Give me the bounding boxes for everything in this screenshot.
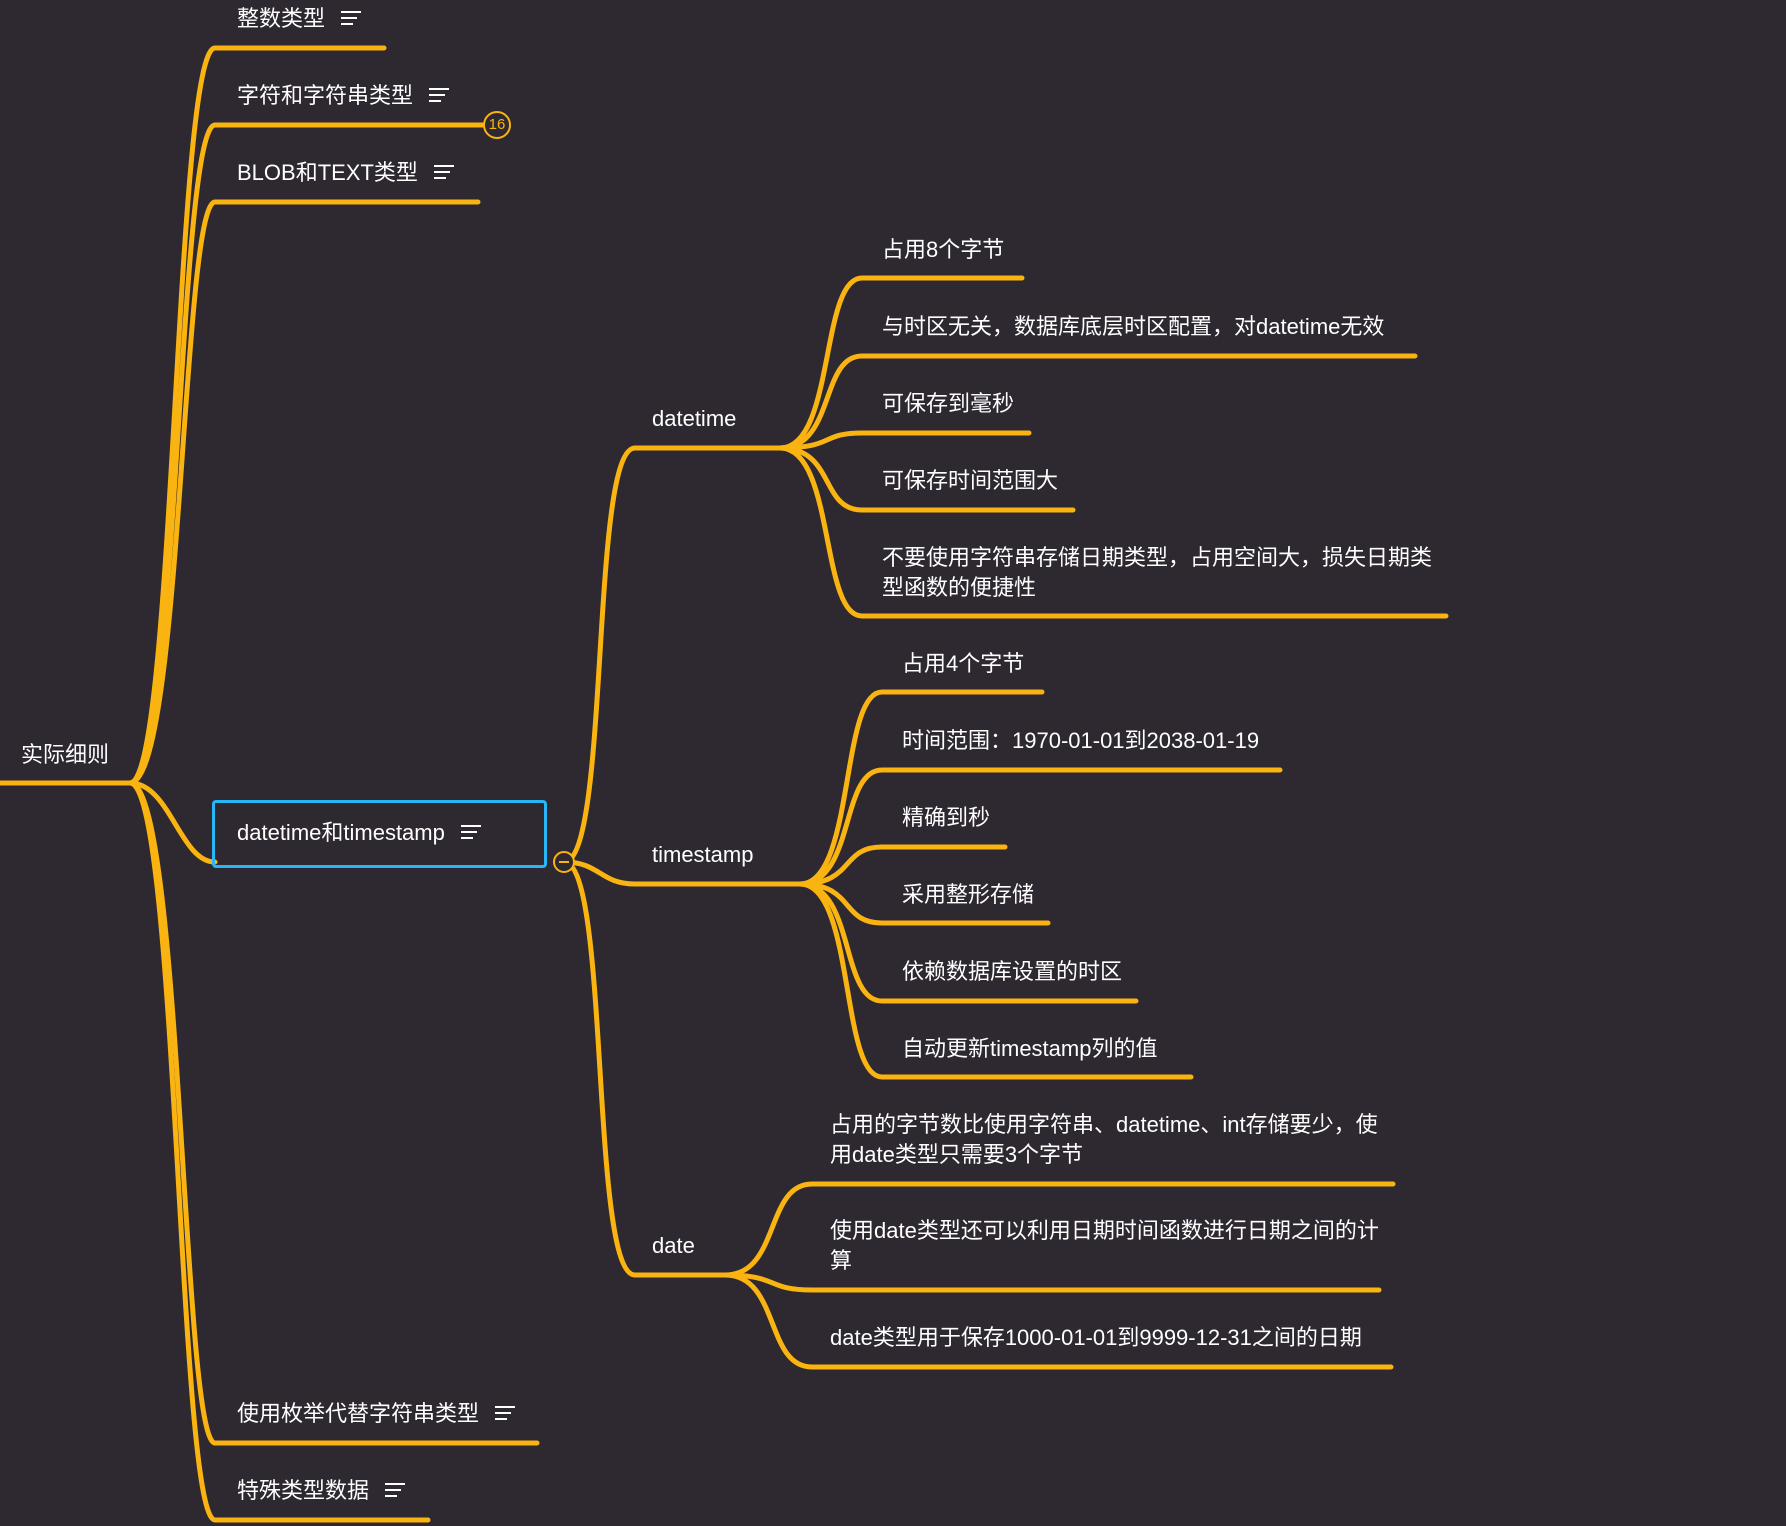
topic-special-types[interactable]: 特殊类型数据 (237, 1476, 406, 1506)
connector-string (127, 122, 218, 786)
leaf-timestamp-item[interactable]: 自动更新timestamp列的值 (902, 1036, 1158, 1061)
topic-blob-text-types[interactable]: BLOB和TEXT类型 (237, 158, 454, 188)
notes-icon[interactable] (385, 1482, 406, 1498)
connector-special (127, 780, 218, 1523)
topic-label: BLOB和TEXT类型 (237, 160, 418, 185)
leaf-datetime-item[interactable]: 可保存到毫秒 (882, 391, 1015, 416)
leaf-date-item[interactable]: date类型用于保存1000-01-01到9999-12-31之间的日期 (830, 1325, 1362, 1350)
connector-datetime-ts (127, 780, 218, 865)
root-topic[interactable]: 实际细则 (21, 740, 109, 770)
subtopic-date[interactable]: date (652, 1233, 695, 1258)
leaf-timestamp-item[interactable]: 时间范围：1970-01-01到2038-01-19 (902, 728, 1260, 753)
leaf-datetime-item[interactable]: 与时区无关，数据库底层时区配置，对datetime无效 (882, 314, 1385, 339)
leaf-datetime-item[interactable]: 不要使用字符串存储日期类型，占用空间大，损失日期类型函数的便捷性 (882, 545, 1433, 600)
notes-icon[interactable] (433, 164, 454, 180)
notes-icon[interactable] (460, 824, 481, 840)
notes-icon[interactable] (495, 1405, 516, 1421)
collapsed-count-badge[interactable]: 16 (483, 111, 511, 139)
topic-label: datetime和timestamp (237, 820, 445, 845)
collapse-branch-icon[interactable] (553, 851, 575, 873)
connector-blob (127, 199, 218, 786)
topic-enum-instead-of-string[interactable]: 使用枚举代替字符串类型 (237, 1399, 516, 1429)
topic-datetime-timestamp[interactable]: datetime和timestamp (237, 818, 481, 848)
selected-node-frame (212, 800, 547, 868)
leaf-date-item[interactable]: 占用的字节数比使用字符串、datetime、int存储要少，使用date类型只需… (830, 1112, 1378, 1167)
leaf-timestamp-item[interactable]: 占用4个字节 (902, 651, 1025, 676)
connector-datetime (561, 445, 638, 865)
leaf-datetime-item[interactable]: 可保存时间范围大 (882, 468, 1059, 493)
subtopic-timestamp[interactable]: timestamp (652, 842, 754, 867)
subtopic-datetime[interactable]: datetime (652, 406, 737, 431)
leaf-timestamp-item[interactable]: 依赖数据库设置的时区 (902, 959, 1123, 984)
leaf-timestamp-item[interactable]: 精确到秒 (902, 805, 991, 830)
topic-label: 特殊类型数据 (237, 1478, 370, 1503)
topic-label: 字符和字符串类型 (237, 83, 414, 108)
connector-date (561, 859, 638, 1278)
leaf-datetime-item[interactable]: 占用8个字节 (882, 237, 1005, 262)
leaf-date-item[interactable]: 使用date类型还可以利用日期时间函数进行日期之间的计算 (830, 1218, 1379, 1273)
topic-label: 使用枚举代替字符串类型 (237, 1401, 480, 1426)
notes-icon[interactable] (429, 87, 450, 103)
root-topic-label: 实际细则 (21, 742, 110, 767)
notes-icon[interactable] (341, 10, 362, 26)
topic-integer-types[interactable]: 整数类型 (237, 4, 362, 34)
topic-string-types[interactable]: 字符和字符串类型 (237, 81, 450, 111)
topic-label: 整数类型 (237, 6, 326, 31)
leaf-timestamp-item[interactable]: 采用整形存储 (902, 882, 1035, 907)
